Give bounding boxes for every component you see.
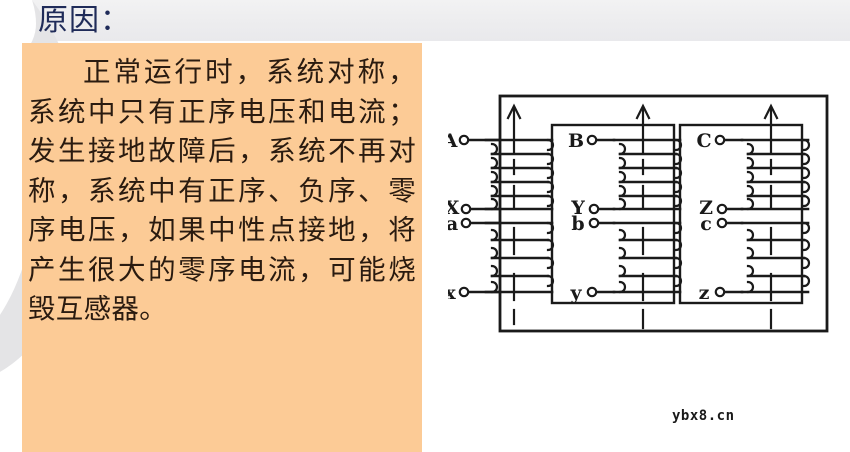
terminal-dot-B[interactable] — [586, 134, 598, 146]
watermark: ybx8.cn — [672, 408, 735, 424]
core-window-left — [550, 123, 676, 305]
terminal-label-B: B — [568, 130, 584, 152]
limb-right — [722, 103, 811, 330]
terminal-label-x: x — [448, 282, 456, 304]
page-title: 原因： — [38, 3, 131, 38]
terminal-dot-X[interactable] — [460, 203, 472, 215]
terminal-label-a: a — [448, 213, 458, 235]
limb-left — [466, 103, 555, 326]
content-panel: 正常运行时，系统对称，系统中只有正序电压和电流；发生接地故障后，系统不再对称，系… — [22, 43, 422, 452]
terminal-label-y: y — [569, 282, 582, 304]
terminal-label-Y: Y — [570, 197, 585, 219]
terminal-dot-c[interactable] — [716, 217, 728, 229]
terminal-dot-C[interactable] — [714, 134, 726, 146]
terminal-dot-Y[interactable] — [588, 203, 600, 215]
terminal-dot-Z[interactable] — [716, 203, 728, 215]
outer-core-frame — [498, 94, 829, 333]
terminal-dots — [458, 134, 728, 298]
diagram-strokes — [466, 94, 829, 333]
transformer-diagram: A X a x B Y b y C Z c z — [448, 78, 840, 358]
terminal-label-X: X — [448, 197, 460, 219]
core-window-right — [678, 123, 804, 305]
terminal-label-Z: Z — [699, 197, 713, 219]
terminal-dot-A[interactable] — [458, 134, 470, 146]
terminal-label-A: A — [448, 130, 458, 152]
terminal-dot-z[interactable] — [714, 286, 726, 298]
terminal-dot-b[interactable] — [588, 217, 600, 229]
terminal-label-C: C — [696, 130, 711, 152]
terminal-label-c: c — [700, 213, 712, 235]
body-paragraph: 正常运行时，系统对称，系统中只有正序电压和电流；发生接地故障后，系统不再对称，系… — [28, 56, 416, 325]
terminal-dot-y[interactable] — [586, 286, 598, 298]
terminal-dot-x[interactable] — [458, 286, 470, 298]
terminal-label-b: b — [571, 213, 584, 235]
terminal-labels: A X a x B Y b y C Z c z — [448, 130, 713, 304]
limb-middle — [594, 103, 683, 330]
terminal-dot-a[interactable] — [460, 217, 472, 229]
terminal-label-z: z — [699, 282, 710, 304]
